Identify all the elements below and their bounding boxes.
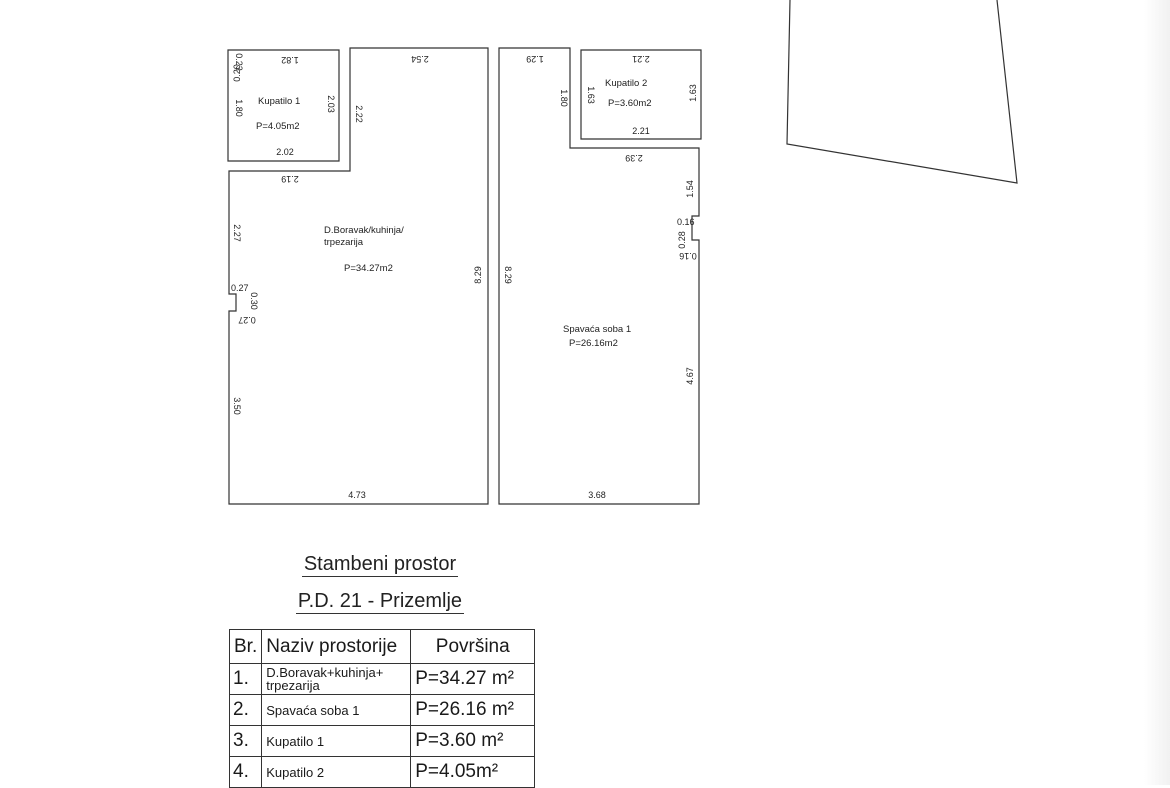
column-header-num: Br. — [228, 629, 263, 664]
dim-label: 2.02 — [276, 147, 294, 157]
dim-label: 0.27 — [238, 315, 256, 325]
room-area-boravak: P=34.27m2 — [344, 263, 393, 274]
dim-label: 0.20 — [232, 64, 242, 82]
room-area-spavaca: P=26.16m2 — [569, 338, 618, 349]
floor-plan: Kupatilo 1 P=4.05m2 1.82 0.20 0.23 1.80 … — [227, 0, 1018, 505]
column-header-area: Površina — [410, 629, 536, 664]
dim-label: 8.29 — [503, 266, 513, 284]
dim-label: 2.22 — [354, 105, 364, 123]
dim-label: 0.16 — [679, 251, 697, 261]
room-name-cell: Kupatilo 1 — [261, 725, 412, 757]
dim-label: 0.16 — [677, 217, 695, 227]
dim-label: 2.21 — [632, 126, 650, 136]
room-name-cell: D.Boravak+kuhinja+ trpezarija — [261, 663, 412, 695]
row-number: 3. — [228, 725, 263, 757]
room-name-cell: Kupatilo 2 — [261, 756, 412, 788]
dim-label: 8.29 — [473, 266, 483, 284]
kupatilo-1-walls — [227, 49, 340, 162]
dim-label: 1.80 — [559, 89, 569, 107]
room-name-boravak: D.Boravak/kuhinja/ — [324, 225, 404, 236]
parcel-outline — [786, 0, 1018, 184]
dim-label: 0.30 — [249, 292, 259, 310]
dim-label: 2.54 — [411, 54, 429, 64]
dim-label: 3.68 — [588, 490, 606, 500]
room-name-kupatilo-2: Kupatilo 2 — [605, 78, 647, 89]
scan-edge-shadow — [1144, 0, 1170, 785]
dim-label: 0.23 — [234, 53, 244, 71]
dim-label: 1.82 — [281, 55, 299, 65]
plan-subtitle: P.D. 21 - Prizemlje — [295, 590, 465, 614]
table-row: 4. Kupatilo 2 P=4.05m² — [228, 756, 536, 788]
row-number: 1. — [228, 663, 263, 695]
dim-label: 4.73 — [348, 490, 366, 500]
dim-label: 1.63 — [688, 84, 698, 102]
dim-label: 1.63 — [586, 86, 596, 104]
boravak-walls — [228, 47, 489, 505]
room-area-kupatilo-2: P=3.60m2 — [608, 98, 652, 109]
plan-title: Stambeni prostor — [301, 553, 459, 577]
room-area-cell: P=26.16 m² — [410, 694, 536, 726]
dim-label: 0.27 — [231, 283, 249, 293]
dim-label: 2.21 — [632, 54, 650, 64]
dim-label: 0.28 — [677, 231, 687, 249]
room-area-cell: P=3.60 m² — [410, 725, 536, 757]
dim-label: 4.67 — [685, 367, 695, 385]
row-number: 4. — [228, 756, 263, 788]
dim-label: 1.29 — [526, 54, 544, 64]
column-header-name: Naziv prostorije — [261, 629, 412, 664]
table-row: 3. Kupatilo 1 P=3.60 m² — [228, 725, 536, 757]
dim-label: 1.54 — [685, 180, 695, 198]
rooms-table: Br. Naziv prostorije Površina 1. D.Borav… — [228, 629, 536, 788]
room-area-cell: P=34.27 m² — [410, 663, 536, 695]
dim-label: 2.19 — [281, 174, 299, 184]
dim-label: 2.39 — [625, 153, 643, 163]
table-header-row: Br. Naziv prostorije Površina — [228, 629, 536, 664]
room-area-kupatilo-1: P=4.05m2 — [256, 121, 300, 132]
dim-label: 2.27 — [232, 224, 242, 242]
room-name-spavaca: Spavaća soba 1 — [563, 324, 631, 335]
table-row: 2. Spavaća soba 1 P=26.16 m² — [228, 694, 536, 726]
row-number: 2. — [228, 694, 263, 726]
dim-label: 1.80 — [234, 99, 244, 117]
dim-label: 2.03 — [326, 95, 336, 113]
table-row: 1. D.Boravak+kuhinja+ trpezarija P=34.27… — [228, 663, 536, 695]
spavaca-soba-walls — [498, 47, 700, 505]
room-name-cell: Spavaća soba 1 — [261, 694, 412, 726]
dim-label: 3.50 — [232, 397, 242, 415]
room-name-kupatilo-1: Kupatilo 1 — [258, 96, 300, 107]
room-name-boravak-2: trpezarija — [324, 237, 364, 248]
kupatilo-2-walls — [580, 49, 702, 140]
room-area-cell: P=4.05m² — [410, 756, 536, 788]
